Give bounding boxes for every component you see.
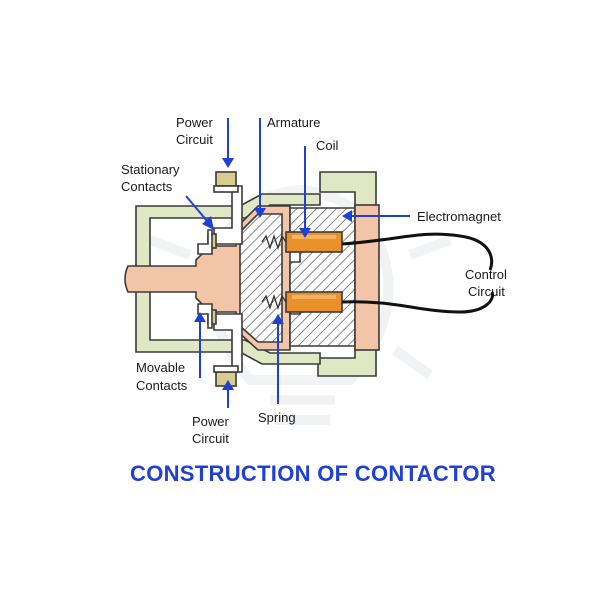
arrow-stationary-contacts	[185, 195, 214, 230]
control-wire-bottom	[341, 291, 494, 314]
arrow-spring	[272, 314, 284, 404]
arrow-electromagnet	[342, 210, 410, 222]
diagram-title: CONSTRUCTION OF CONTACTOR	[130, 461, 496, 486]
arrow-armature	[254, 118, 266, 218]
label-stationary-contacts-line2: Contacts	[121, 179, 173, 194]
arrow-power-circuit-bottom	[222, 380, 234, 408]
label-control-circuit-line2: Circuit	[468, 284, 505, 299]
arrow-movable-contacts	[194, 312, 206, 378]
label-armature: Armature	[267, 115, 320, 130]
label-stationary-contacts-line1: Stationary	[121, 162, 180, 177]
arrow-power-circuit-top	[222, 118, 234, 168]
control-wire-top	[341, 232, 494, 271]
label-power-circuit-top-line2: Circuit	[176, 132, 213, 147]
label-power-circuit-top-line1: Power	[176, 115, 214, 130]
label-control-circuit-line1: Control	[465, 267, 507, 282]
label-power-circuit-bottom-line1: Power	[192, 414, 230, 429]
label-spring: Spring	[258, 410, 296, 425]
label-electromagnet: Electromagnet	[417, 209, 501, 224]
armature-body	[124, 205, 291, 351]
spring-top	[261, 233, 287, 251]
coil-bottom	[285, 291, 343, 313]
label-coil: Coil	[316, 138, 339, 153]
electromagnet-core	[289, 204, 380, 351]
coil-top	[285, 231, 343, 253]
arrow-coil	[299, 146, 311, 238]
movable-contact-top	[197, 229, 213, 255]
spring-bottom	[261, 293, 287, 311]
label-power-circuit-bottom-line2: Circuit	[192, 431, 229, 446]
label-movable-contacts-line2: Contacts	[136, 378, 188, 393]
label-movable-contacts-line1: Movable	[136, 360, 185, 375]
